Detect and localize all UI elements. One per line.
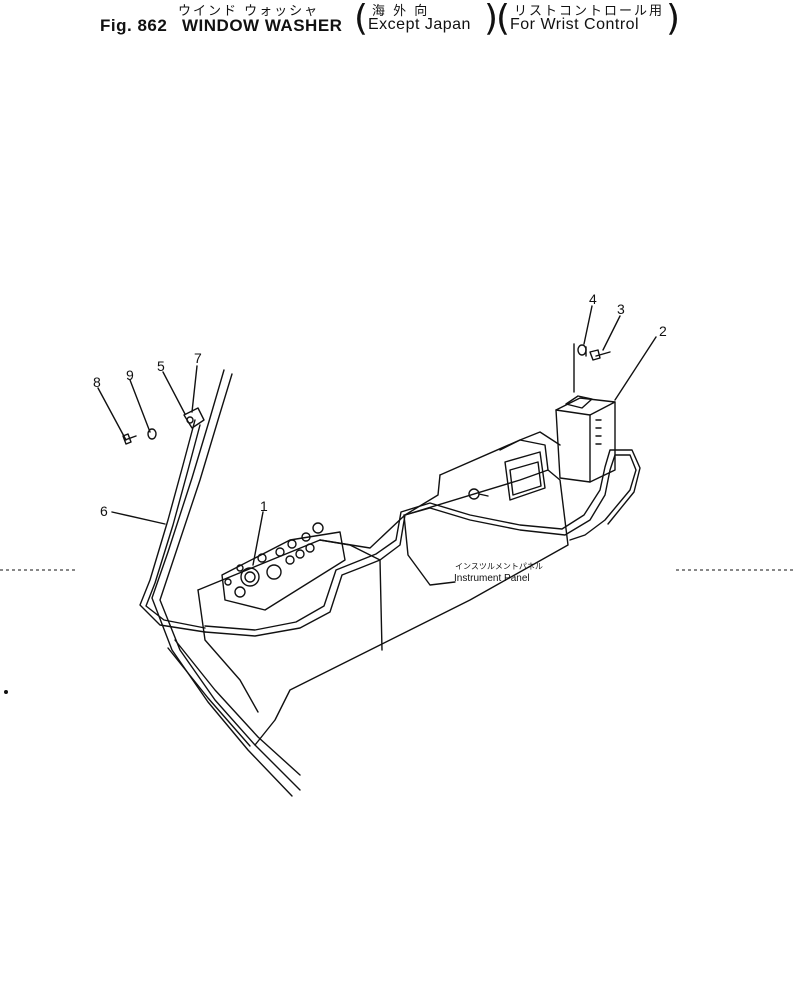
bracket-close-control: ) <box>666 0 681 39</box>
callout-6: 6 <box>100 503 108 519</box>
title-en: WINDOW WASHER <box>182 16 343 35</box>
callout-labels: 1 2 3 4 5 6 7 8 9 インスツルメントパネル Instrument… <box>93 291 667 584</box>
bracket-close-region: ) <box>484 0 499 39</box>
callout-2: 2 <box>659 323 667 339</box>
figure-header: ウインド ウォッシャ 海 外 向 リストコントロール用 Fig. 862 WIN… <box>0 0 795 46</box>
control-jp: リストコントロール用 <box>514 4 665 19</box>
washer-hose-right <box>204 449 641 637</box>
scan-margin-marks <box>0 569 795 694</box>
callout-8: 8 <box>93 374 101 390</box>
screw-8 <box>122 433 137 445</box>
washer-9 <box>147 428 157 440</box>
callout-5: 5 <box>157 358 165 374</box>
panel-label-en: Instrument Panel <box>454 573 530 584</box>
bracket-open-control: ( <box>496 0 511 39</box>
washer-tank <box>555 395 616 483</box>
title-jp: ウインド ウォッシャ <box>178 4 320 19</box>
bolt-3 <box>589 349 611 361</box>
fig-number: Fig. 862 <box>100 16 168 35</box>
panel-outlet-fitting <box>468 488 489 500</box>
callout-7: 7 <box>194 350 202 366</box>
bracket-open-region: ( <box>354 0 369 39</box>
panel-label-jp: インスツルメントパネル <box>455 562 543 571</box>
instrument-panel-top <box>221 522 346 611</box>
cab-frame-pillar <box>151 369 301 797</box>
region-en: Except Japan <box>368 16 471 33</box>
leader-lines <box>97 305 657 566</box>
region-jp: 海 外 向 <box>372 4 430 19</box>
callout-9: 9 <box>126 367 134 383</box>
washer-hose-left <box>139 419 206 633</box>
callout-3: 3 <box>617 301 625 317</box>
console-body <box>197 431 569 746</box>
control-en: For Wrist Control <box>510 16 640 33</box>
mounting-bracket <box>573 343 587 393</box>
callout-1: 1 <box>260 498 268 514</box>
nozzle-bracket <box>183 407 205 429</box>
callout-4: 4 <box>589 291 597 307</box>
washer-4 <box>577 344 587 356</box>
